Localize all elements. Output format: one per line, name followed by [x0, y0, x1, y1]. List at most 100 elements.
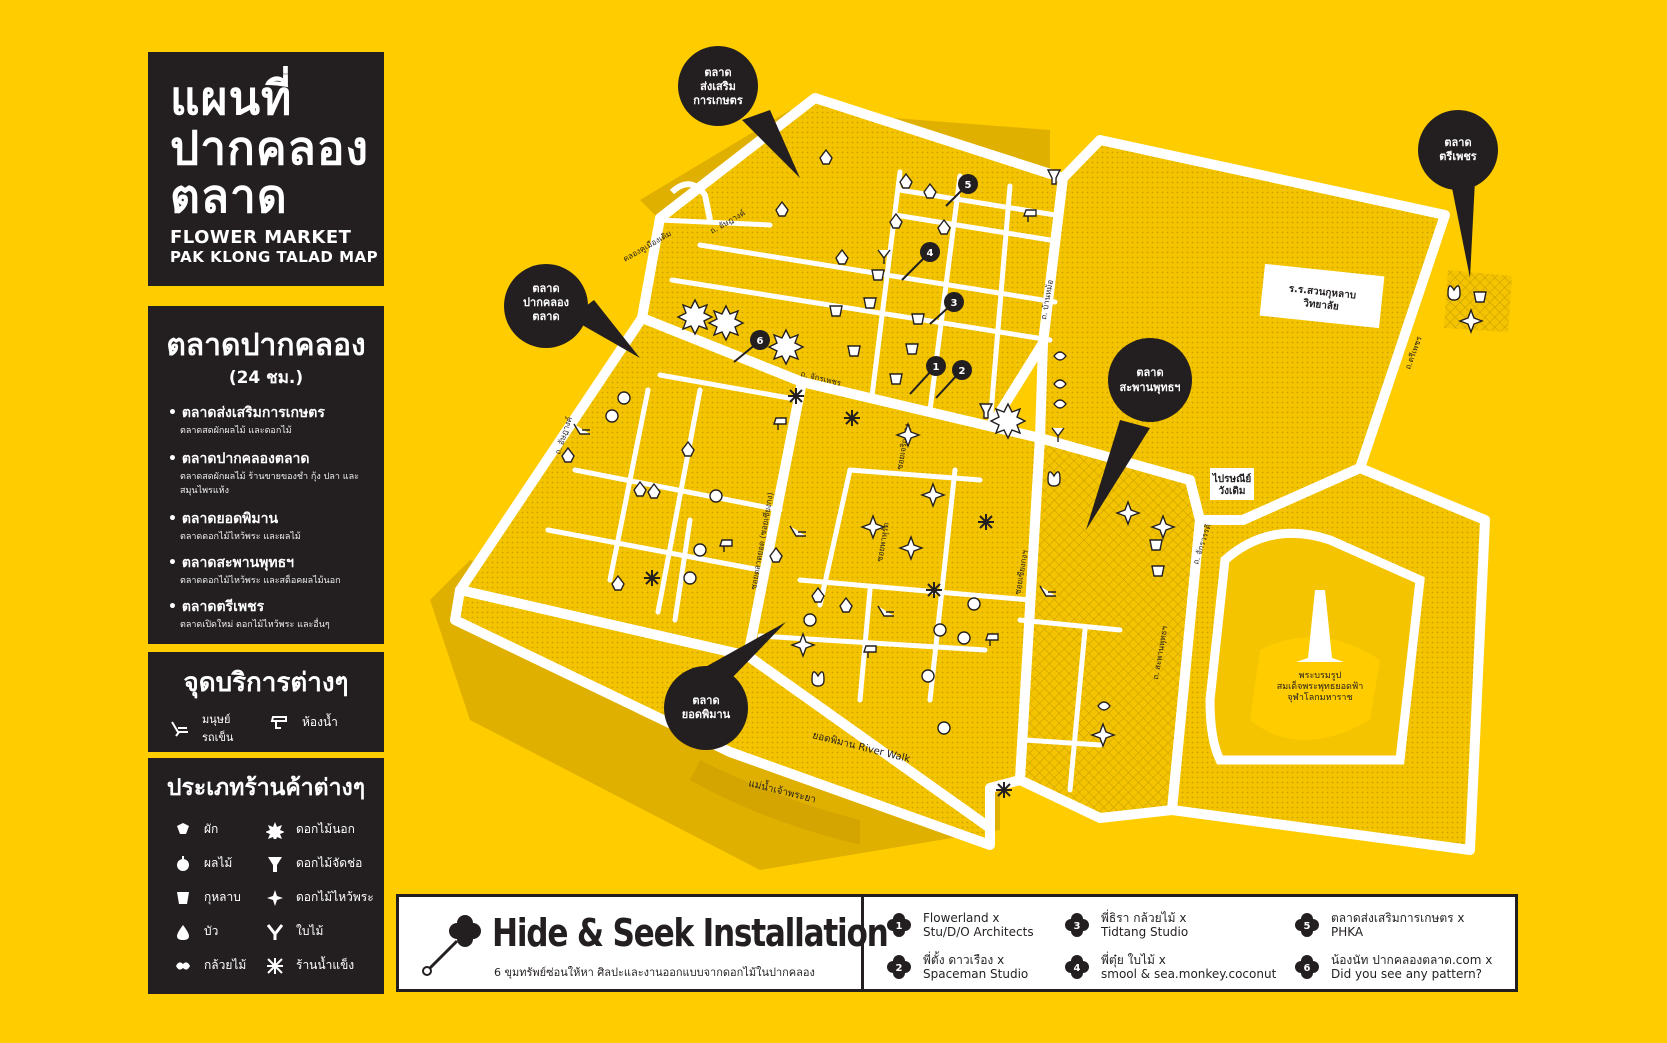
monument-label: พระบรมรูป [1299, 671, 1342, 681]
marker-6[interactable]: 6 [733, 330, 770, 363]
vegetable-icon [899, 172, 913, 189]
installation-number-icon: 1 [887, 913, 911, 937]
installation-number-icon: 4 [1065, 955, 1089, 979]
callout-songsoem[interactable]: ตลาด ส่งเสริม การเกษตร [678, 46, 800, 178]
vegetable-icon [775, 200, 789, 217]
offering-flower-icon [1458, 308, 1484, 334]
svg-text:ยอดพิมาน: ยอดพิมาน [682, 708, 731, 721]
fruit-icon [921, 669, 935, 683]
monument-oval-inner [1250, 637, 1380, 740]
legend-vegetable: ผัก [174, 820, 218, 839]
trolley-icon [877, 605, 894, 617]
fruit-icon [605, 409, 619, 423]
services-heading: จุดบริการต่างๆ [183, 668, 349, 698]
fruit-icon [933, 623, 947, 637]
trolley-icon [573, 423, 590, 435]
marker-1[interactable]: 1 [909, 356, 946, 395]
bouquet-icon [978, 403, 994, 419]
toilet-icon [1023, 209, 1037, 222]
imported-flower-icon [707, 304, 745, 342]
rose-icon [889, 373, 903, 385]
imported-flower-icon [989, 402, 1027, 440]
title-thai-line3: ตลาด [170, 169, 288, 223]
ice-shop-icon [978, 514, 994, 530]
offering-flower-icon [1150, 514, 1176, 540]
marker-5[interactable]: 5 [945, 174, 978, 207]
fruit-icon [957, 631, 971, 645]
legend-rose: กุหลาบ [174, 888, 241, 907]
ice-shop-icon [844, 410, 860, 426]
callout-triphet[interactable]: ตลาด ตรีเพชร [1418, 110, 1498, 278]
orchid-icon [1097, 701, 1111, 711]
vegetable-icon [769, 546, 783, 563]
callouts: ตลาด ส่งเสริม การเกษตร ตลาด ปากคลอง ตลาด… [504, 46, 1498, 750]
post-label: ไปรษณีย์ [1212, 472, 1252, 485]
offering-flower-icon [860, 514, 886, 540]
market-item[interactable]: • ตลาดยอดพิมาน ตลาดดอกไม้ไหว้พระ และผลไม… [168, 508, 378, 544]
leaf-icon [877, 249, 891, 264]
legend-offering-flower: ดอกไม้ไหว้พระ [266, 888, 374, 907]
market-item[interactable]: • ตลาดตรีเพชร ตลาดเปิดใหม่ ดอกไม้ไหว้พระ… [168, 596, 378, 632]
legend-ice-shop: ร้านน้ำแข็ง [266, 956, 354, 975]
leaf-icon [1051, 427, 1065, 442]
vegetable-icon [937, 218, 951, 235]
market-heading: ตลาดปากคลอง [166, 328, 366, 363]
market-subheading: (24 ชม.) [228, 368, 304, 388]
svg-text:ตลาด: ตลาด [704, 66, 731, 79]
marker-4[interactable]: 4 [901, 242, 940, 281]
ice-shop-icon [644, 570, 660, 586]
svg-text:ตลาด: ตลาด [1444, 136, 1471, 149]
post-label-2: วังเดิม [1218, 485, 1245, 497]
vegetable-icon [819, 148, 833, 165]
fruit-icon [693, 543, 707, 557]
svg-text:ตลาด: ตลาด [532, 282, 559, 295]
ice-shop-icon [926, 582, 942, 598]
vegetable-icon [633, 480, 647, 497]
fruit-icon [617, 391, 631, 405]
svg-text:2: 2 [959, 366, 966, 377]
offering-flower-icon [920, 482, 946, 508]
leaf-icon [266, 923, 284, 940]
market-item-name: • ตลาดปากคลองตลาด [168, 451, 310, 467]
market-item[interactable]: • ตลาดส่งเสริมการเกษตร ตลาดสดผักผลไม้ แล… [168, 402, 378, 438]
lotus-icon [1047, 471, 1061, 487]
trolley-icon [171, 721, 188, 737]
svg-text:การเกษตร: การเกษตร [693, 94, 743, 107]
toilet-icon [270, 716, 287, 729]
vegetable-icon [889, 212, 903, 229]
orchid-icon [1053, 399, 1067, 409]
callout-yodpiman[interactable]: ตลาด ยอดพิมาน [664, 622, 786, 750]
trolley-icon [1039, 585, 1056, 597]
callout-saphanphut[interactable]: ตลาด สะพานพุทธฯ [1086, 338, 1192, 530]
callout-pakkhlong[interactable]: ตลาด ปากคลอง ตลาด [504, 264, 640, 358]
svg-text:ตรีเพชร: ตรีเพชร [1439, 150, 1477, 163]
title-en-line1: FLOWER MARKET [170, 227, 352, 248]
marker-3[interactable]: 3 [929, 292, 964, 325]
vegetable-icon [647, 482, 661, 499]
legend-imported-flower: ดอกไม้นอก [266, 820, 355, 839]
marker-2[interactable]: 2 [935, 360, 972, 399]
svg-text:สะพานพุทธฯ: สะพานพุทธฯ [1120, 381, 1181, 395]
hide-seek-box: Hide & Seek Installation 6 ขุมทรัพย์ซ่อน… [396, 894, 1518, 992]
svg-text:ตลาด: ตลาด [1136, 366, 1163, 379]
legend-fruit: ผลไม้ [174, 854, 232, 873]
svg-text:3: 3 [1074, 921, 1081, 932]
market-item-name: • ตลาดสะพานพุทธฯ [168, 555, 295, 571]
market-panel: ตลาดปากคลอง (24 ชม.) • ตลาดส่งเสริมการเก… [148, 306, 384, 644]
rose-icon [905, 343, 919, 355]
svg-text:5: 5 [965, 180, 972, 191]
rose-icon [847, 345, 861, 357]
offering-flower-icon [895, 422, 921, 448]
market-item[interactable]: • ตลาดสะพานพุทธฯ ตลาดดอกไม้ไหว้พระ และสด… [168, 552, 378, 588]
orchid-icon [1053, 379, 1067, 389]
installation-number-icon: 3 [1065, 913, 1089, 937]
market-item[interactable]: • ตลาดปากคลองตลาด ตลาดสดผักผลไม้ ร้านขาย… [168, 448, 378, 498]
installation-number-icon: 5 [1295, 913, 1319, 937]
